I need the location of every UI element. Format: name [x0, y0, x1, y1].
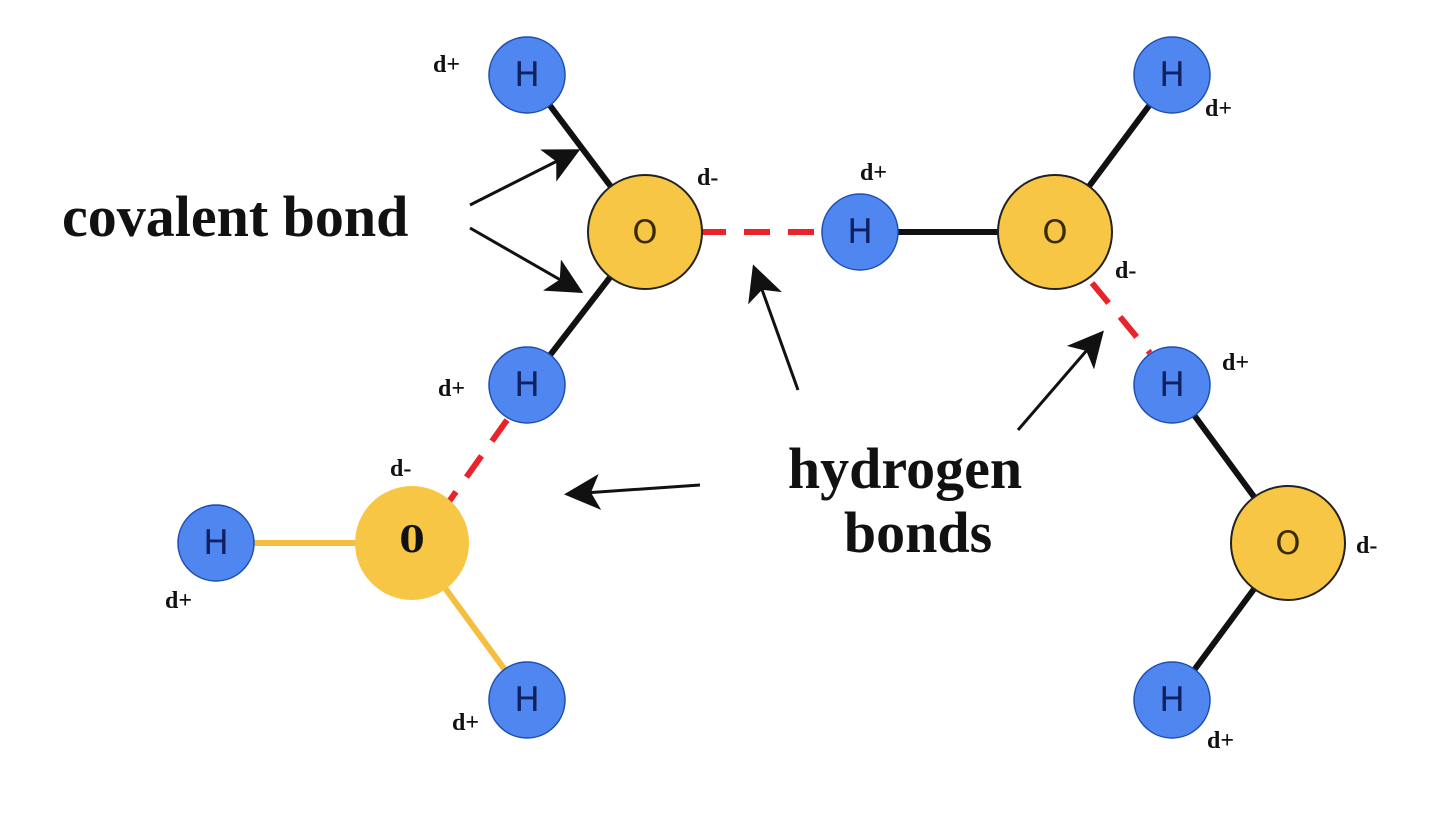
partial-negative-charge: d- [390, 456, 411, 482]
hydrogen-atom-label: H [1159, 365, 1185, 405]
hydrogen-atom-label: H [1159, 680, 1185, 720]
oxygen-atom [1230, 485, 1346, 601]
partial-positive-charge: d+ [1205, 96, 1232, 122]
oxygen-atom [997, 174, 1113, 290]
hydrogen-atom-label: H [203, 523, 229, 563]
hydrogen-bonds [445, 229, 1153, 505]
hydrogen-bond-right [1089, 281, 1153, 355]
hydrogen-bonds-label-line1: hydrogen [788, 436, 1022, 501]
hydrogen-atom [1133, 36, 1211, 114]
partial-positive-charge: d+ [165, 588, 192, 614]
partial-positive-charge: d+ [1222, 350, 1249, 376]
water-molecule-2: 0 H H d- d+ d+ [165, 456, 566, 739]
hydrogen-atom [1133, 346, 1211, 424]
arrow-covalent-lower [469, 226, 584, 293]
partial-positive-charge: d+ [433, 52, 460, 78]
callout-arrows [469, 149, 1104, 510]
oxygen-atom-label: O [1275, 524, 1300, 562]
partial-positive-charge: d+ [1207, 728, 1234, 754]
hydrogen-atom-label: H [514, 365, 540, 405]
oxygen-atom-label: O [1042, 213, 1067, 251]
arrow-hbond-top [748, 264, 800, 391]
hydrogen-atom [1133, 661, 1211, 739]
partial-positive-charge: d+ [860, 160, 887, 186]
water-molecule-3: O H H d+ d+ d- [821, 36, 1232, 290]
hydrogen-atom-label: H [847, 212, 873, 252]
hydrogen-atom-label: H [514, 680, 540, 720]
partial-positive-charge: d+ [452, 710, 479, 736]
hydrogen-bonds-label-line2: bonds [844, 500, 992, 565]
hydrogen-atom-label: H [1159, 55, 1185, 95]
partial-negative-charge: d- [1356, 533, 1377, 559]
hydrogen-atom [488, 36, 566, 114]
arrow-hbond-right [1016, 330, 1104, 431]
partial-positive-charge: d+ [438, 376, 465, 402]
hydrogen-atom [488, 346, 566, 424]
water-molecule-1: O H H d+ d- d+ [433, 36, 718, 424]
hydrogen-atom-label: H [514, 55, 540, 95]
covalent-bonds [213, 72, 1291, 703]
arrow-hbond-left [564, 473, 701, 510]
oxygen-atom-label: O [632, 213, 657, 251]
water-molecule-4: O H H d+ d- d+ [1133, 346, 1377, 754]
partial-negative-charge: d- [697, 165, 718, 191]
hydrogen-atom [177, 504, 255, 582]
partial-negative-charge: d- [1115, 258, 1136, 284]
hydrogen-atom [821, 193, 899, 271]
oxygen-atom-label: 0 [399, 519, 424, 561]
oxygen-atom [587, 174, 703, 290]
hydrogen-atom [488, 661, 566, 739]
oxygen-atom [355, 486, 469, 600]
hydrogen-bond-left [445, 418, 510, 505]
covalent-bond-label: covalent bond [62, 184, 408, 249]
arrow-covalent-upper [469, 149, 581, 207]
